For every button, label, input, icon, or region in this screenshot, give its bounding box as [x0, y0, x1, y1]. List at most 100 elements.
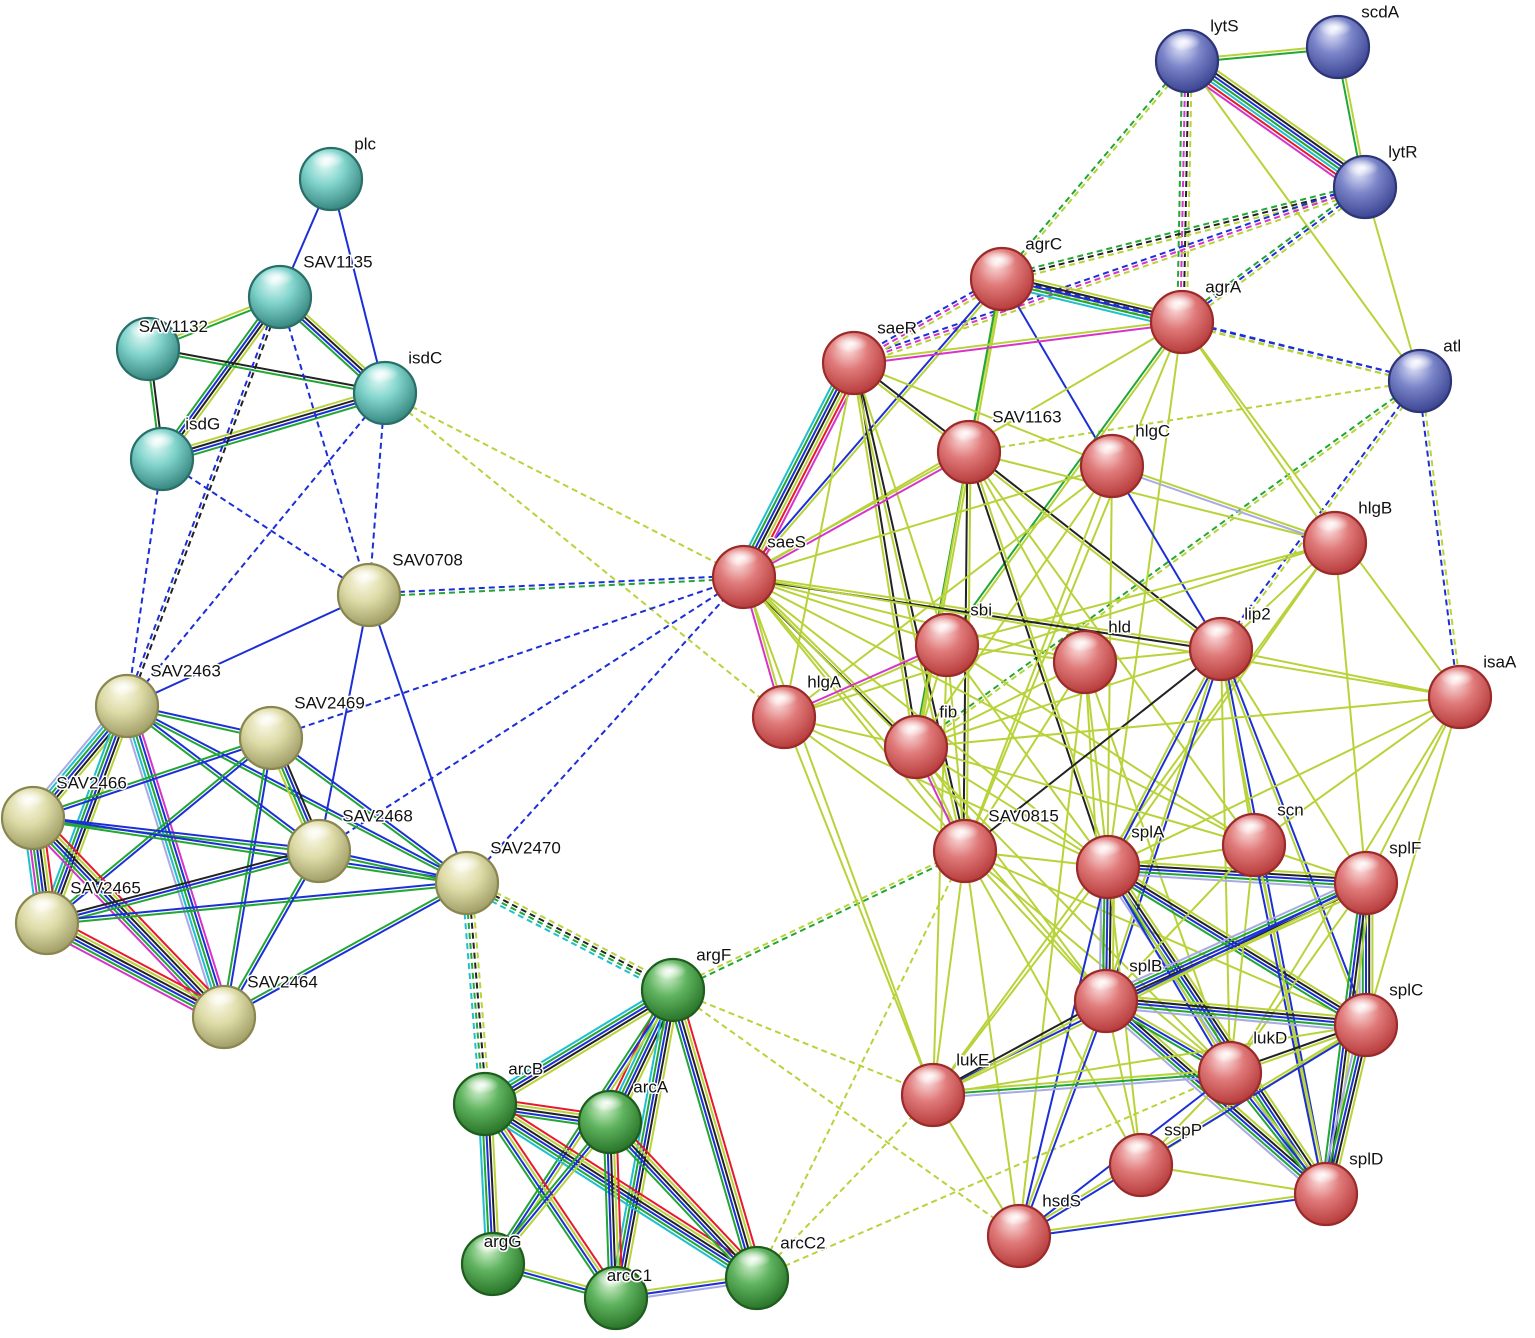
interaction-argF-arcC1[interactable]: [608, 988, 681, 1300]
protein-node-agrC[interactable]: agrC: [969, 233, 1064, 312]
interaction-splB-lukE[interactable]: [931, 998, 1108, 1098]
interaction-agrA-splA[interactable]: [1107, 321, 1183, 868]
interaction-isdC-SAV2463[interactable]: [126, 392, 386, 707]
interaction-isaA-splA[interactable]: [1107, 696, 1461, 868]
interaction-agrC-hlgC[interactable]: [1001, 278, 1113, 467]
protein-node-arcB[interactable]: arcB: [452, 1058, 545, 1137]
interaction-argF-SAV0815[interactable]: [671, 848, 967, 993]
interaction-scn-splB[interactable]: [1105, 844, 1255, 1002]
interaction-hlgC-hlgB[interactable]: [1111, 463, 1336, 546]
protein-node-argG[interactable]: argG: [460, 1230, 526, 1297]
interaction-SAV1163-lip2[interactable]: [967, 449, 1223, 652]
protein-node-lukD[interactable]: lukD: [1197, 1027, 1289, 1106]
interaction-lytS-atl[interactable]: [1186, 60, 1421, 382]
interaction-saeS-splB[interactable]: [743, 576, 1107, 1002]
protein-node-lukE[interactable]: lukE: [900, 1049, 991, 1128]
interaction-hlgB-splF[interactable]: [1334, 542, 1367, 884]
interaction-SAV2469-saeS[interactable]: [270, 576, 745, 739]
interaction-SAV2465-SAV2468[interactable]: [45, 846, 321, 928]
protein-node-sbi[interactable]: sbi: [914, 599, 993, 678]
interaction-hld-splA[interactable]: [1084, 661, 1109, 868]
protein-node-isaA[interactable]: isaA: [1427, 651, 1518, 730]
protein-node-SAV2466[interactable]: SAV2466: [0, 772, 128, 851]
interaction-lytS-agrA[interactable]: [1176, 60, 1193, 323]
interaction-SAV2463-SAV2464[interactable]: [119, 703, 232, 1020]
interaction-lukE-lukD[interactable]: [932, 1068, 1231, 1100]
interaction-lip2-SAV0815[interactable]: [964, 648, 1222, 852]
interaction-atl-lip2[interactable]: [1218, 379, 1423, 651]
interaction-lytR-atl[interactable]: [1364, 186, 1421, 382]
interaction-argF-lukE[interactable]: [672, 989, 934, 1096]
interaction-lip2-splF[interactable]: [1220, 648, 1367, 884]
interaction-hlgB-sbi[interactable]: [946, 542, 1336, 646]
interaction-splA-hsdS[interactable]: [1018, 866, 1109, 1237]
interaction-splC-hsdS[interactable]: [1017, 1022, 1368, 1239]
interaction-SAV2470-SAV2464[interactable]: [222, 880, 469, 1020]
interaction-agrA-sbi[interactable]: [944, 320, 1185, 647]
protein-node-splC[interactable]: splC: [1333, 979, 1425, 1058]
interaction-SAV0708-SAV2463[interactable]: [126, 594, 370, 707]
protein-node-hld[interactable]: hld: [1052, 616, 1132, 695]
interaction-SAV2466-SAV2468[interactable]: [32, 815, 320, 854]
interaction-saeS-SAV0815[interactable]: [743, 576, 966, 852]
protein-node-SAV1132[interactable]: SAV1132: [115, 315, 210, 382]
interaction-SAV0815-hsdS[interactable]: [964, 850, 1020, 1237]
protein-node-fib[interactable]: fib: [883, 701, 959, 780]
interaction-lip2-scn[interactable]: [1220, 648, 1255, 846]
interaction-atl-isaA[interactable]: [1417, 380, 1463, 698]
interaction-sbi-splA[interactable]: [946, 644, 1109, 868]
interaction-SAV2466-SAV2470[interactable]: [32, 815, 468, 886]
interaction-lip2-splB[interactable]: [1103, 648, 1224, 1002]
interaction-SAV1163-fib[interactable]: [915, 451, 970, 748]
interaction-saeR-saeS[interactable]: [734, 358, 864, 582]
interaction-arcA-arcC2[interactable]: [604, 1116, 763, 1284]
interaction-splA-lukE[interactable]: [932, 866, 1109, 1096]
protein-node-plc[interactable]: plc: [298, 133, 378, 212]
interaction-lip2-isaA[interactable]: [1220, 648, 1461, 698]
interaction-lytR-agrA[interactable]: [1179, 183, 1368, 326]
interaction-hlgA-SAV0815[interactable]: [783, 716, 966, 852]
interaction-SAV2465-SAV2464[interactable]: [42, 915, 229, 1025]
protein-node-splA[interactable]: splA: [1075, 821, 1166, 900]
protein-node-lytS[interactable]: lytS: [1154, 15, 1240, 94]
interaction-plc-isdC[interactable]: [330, 178, 386, 394]
protein-node-scdA[interactable]: scdA: [1305, 1, 1401, 80]
protein-node-lip2[interactable]: lip2: [1188, 603, 1272, 682]
protein-node-SAV2469[interactable]: SAV2469: [238, 692, 366, 771]
interaction-saeS-lukE[interactable]: [743, 576, 934, 1096]
protein-node-isdC[interactable]: isdC: [352, 347, 444, 426]
interaction-agrC-saeS[interactable]: [742, 277, 1004, 579]
protein-node-argF[interactable]: argF: [640, 944, 733, 1023]
interaction-fib-scn[interactable]: [915, 746, 1255, 846]
interaction-SAV2469-SAV2464[interactable]: [221, 737, 274, 1018]
protein-node-hlgC[interactable]: hlgC: [1079, 420, 1172, 499]
interaction-fib-splB[interactable]: [915, 746, 1107, 1002]
protein-node-lytR[interactable]: lytR: [1332, 141, 1419, 220]
protein-node-saeR[interactable]: saeR: [821, 317, 918, 396]
interaction-atl-SAV1163[interactable]: [968, 380, 1421, 453]
interaction-agrA-isaA[interactable]: [1181, 321, 1461, 698]
interaction-hlgA-lukE[interactable]: [783, 716, 934, 1096]
protein-node-isdG[interactable]: isdG: [129, 413, 222, 492]
protein-node-splD[interactable]: splD: [1293, 1148, 1385, 1227]
protein-node-SAV1135[interactable]: SAV1135: [247, 251, 374, 330]
protein-node-SAV2470[interactable]: SAV2470: [434, 837, 562, 916]
interaction-SAV0815-lukD[interactable]: [964, 850, 1231, 1074]
interaction-isdG-SAV0708[interactable]: [161, 458, 370, 596]
interaction-hld-splB[interactable]: [1084, 661, 1107, 1002]
interaction-scn-lukD[interactable]: [1229, 844, 1255, 1074]
interaction-SAV0708-saeS[interactable]: [368, 574, 745, 598]
interaction-isdG-SAV2463[interactable]: [126, 458, 163, 707]
protein-node-SAV2468[interactable]: SAV2468: [286, 805, 414, 884]
protein-node-SAV1163[interactable]: SAV1163: [936, 406, 1063, 485]
interaction-SAV0815-lukE[interactable]: [932, 850, 966, 1096]
interaction-SAV2469-SAV2470[interactable]: [269, 735, 469, 886]
interaction-saeS-hld[interactable]: [743, 576, 1086, 663]
interaction-isdG-isdC[interactable]: [160, 387, 387, 465]
protein-node-splB[interactable]: splB: [1073, 955, 1164, 1034]
interaction-SAV1132-isdC[interactable]: [147, 346, 386, 396]
interaction-agrA-hlgB[interactable]: [1181, 321, 1336, 544]
interaction-fib-splA[interactable]: [915, 746, 1109, 868]
interaction-lip2-splA[interactable]: [1105, 647, 1224, 869]
interaction-saeR-hlgC[interactable]: [853, 362, 1113, 467]
